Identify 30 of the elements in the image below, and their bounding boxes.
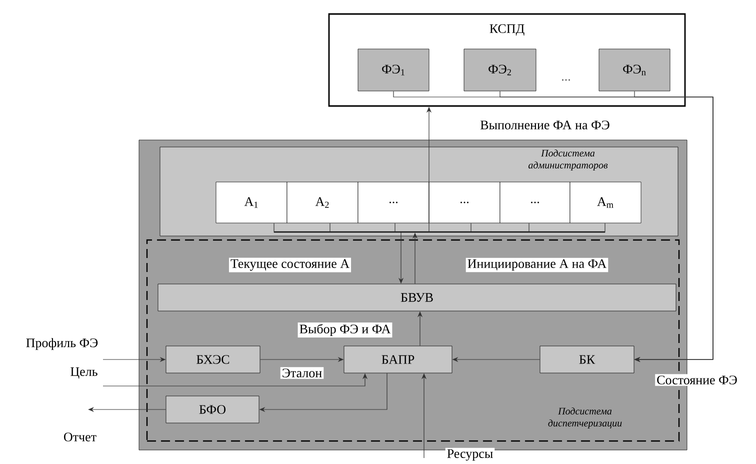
block-box: БК bbox=[540, 346, 634, 374]
element-box: ФЭ$_{1}$ bbox=[358, 48, 430, 92]
block-box: БАПР bbox=[344, 346, 452, 374]
administrator-cell: А$_{m}$ bbox=[570, 182, 642, 224]
connector-line bbox=[604, 222, 606, 232]
element-box: ФЭ$_{n}$ bbox=[598, 48, 670, 92]
edge-label: Отчет bbox=[62, 431, 98, 443]
edge-label: Выполнение ФА на ФЭ bbox=[478, 119, 612, 131]
edge-label: Цель bbox=[68, 366, 100, 380]
administrator-cell: ... bbox=[500, 182, 570, 224]
ellipsis: ... bbox=[562, 79, 570, 81]
block-box: БХЭС bbox=[166, 346, 260, 374]
edge-label: Текущее состояние А bbox=[228, 258, 352, 272]
administrator-cell: ... bbox=[428, 182, 500, 224]
block-box: БВУВ bbox=[158, 284, 676, 312]
administrator-cell: А$_{1}$ bbox=[216, 182, 288, 224]
connector-line bbox=[394, 222, 396, 232]
connector-line bbox=[470, 222, 472, 232]
edge-label: Инициирование А на ФА bbox=[466, 258, 608, 272]
edge-label: Профиль ФЭ bbox=[24, 336, 100, 352]
arrow bbox=[634, 90, 714, 362]
edge-label: Выбор ФЭ и ФА bbox=[298, 322, 392, 338]
connector-line bbox=[528, 222, 530, 232]
edge-label: Эталон bbox=[280, 367, 324, 379]
edge-label: Ресурсы bbox=[445, 448, 495, 462]
block-box: БФО bbox=[166, 396, 260, 424]
administrator-cell: ... bbox=[358, 182, 430, 224]
element-box: ФЭ$_{2}$ bbox=[464, 48, 536, 92]
administrator-cell: А$_{2}$ bbox=[286, 182, 358, 224]
edge-label: Состояние ФЭ bbox=[655, 374, 739, 386]
